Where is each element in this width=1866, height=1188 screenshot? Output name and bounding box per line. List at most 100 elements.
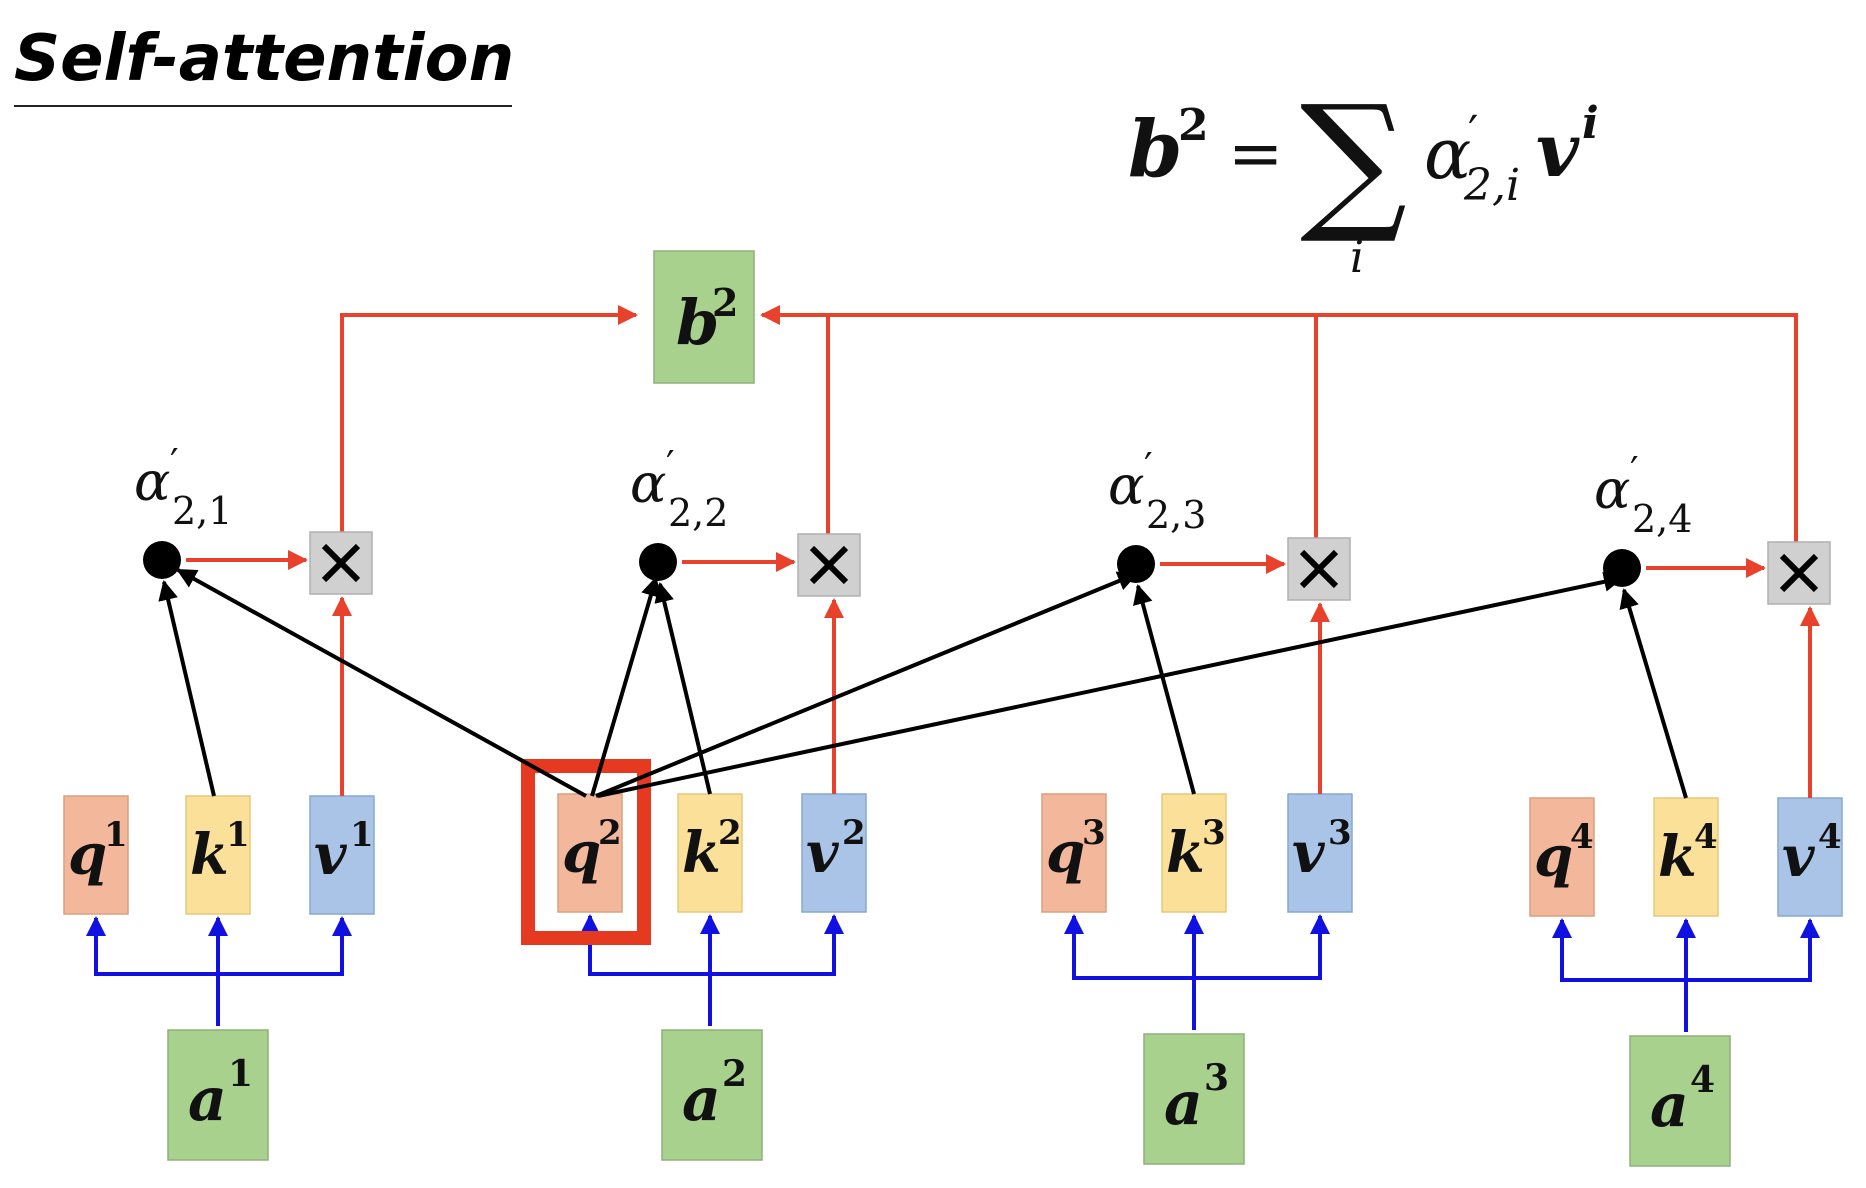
key-to-score-arrow	[1133, 584, 1196, 795]
v-label: v	[1292, 820, 1326, 886]
formula-lhs: b	[1128, 104, 1183, 195]
k-label: k	[1166, 820, 1205, 886]
a-box-bg	[1143, 1033, 1245, 1165]
q-label: q	[1534, 824, 1573, 890]
q-box-3: q3	[1041, 793, 1107, 913]
v-sup: 4	[1818, 817, 1842, 857]
alpha-symbol: α	[630, 452, 666, 515]
q-box-bg	[1529, 797, 1595, 917]
a-label: a	[682, 1065, 721, 1135]
formula-alpha-sub: 2,i	[1463, 160, 1520, 211]
a-box-bg	[167, 1029, 269, 1161]
q-label: q	[562, 820, 601, 886]
k-box-3: k3	[1161, 793, 1227, 913]
k-sup: 4	[1694, 817, 1718, 857]
k-sup: 2	[718, 813, 742, 853]
alpha-label-3: α′2,3	[1108, 445, 1206, 537]
formula-sum-sub: i	[1350, 232, 1364, 283]
alpha-symbol: α	[1594, 458, 1630, 521]
q-box-bg	[557, 793, 623, 913]
attention-score-dot	[639, 543, 677, 581]
output-sup: 2	[712, 280, 738, 325]
output-label: b	[676, 286, 719, 359]
q-box-bg	[63, 795, 129, 915]
blue-arrow-v	[218, 916, 352, 976]
v-sup: 3	[1328, 813, 1352, 853]
formula-equals: =	[1228, 115, 1283, 192]
q2-to-alpha23	[595, 571, 1138, 798]
key-to-score-arrow	[654, 582, 712, 795]
alpha-prime: ′	[170, 441, 179, 485]
alpha-label-2: α′2,2	[630, 443, 728, 535]
alpha-prime: ′	[666, 443, 675, 487]
q-box-bg	[1041, 793, 1107, 913]
key-to-score-arrow	[158, 580, 216, 797]
q2-highlight-box	[521, 759, 651, 945]
formula: b 2 = ∑ i α ′ 2,i v i	[1128, 74, 1599, 283]
q-label: q	[68, 822, 107, 888]
alpha-prime: ′	[1144, 445, 1153, 489]
alpha-label-1: α′2,1	[134, 441, 232, 533]
q2-to-alpha24	[597, 571, 1624, 798]
q2-to-alpha21	[176, 568, 587, 798]
a-label: a	[188, 1065, 227, 1135]
k-sup: 1	[226, 815, 250, 855]
alpha-subscript: 2,3	[1146, 493, 1206, 537]
k-label: k	[1658, 824, 1697, 890]
formula-prime: ′	[1468, 105, 1478, 159]
v-label: v	[806, 820, 840, 886]
slide-title: Self-attention	[14, 22, 514, 107]
v-label: v	[1782, 824, 1816, 890]
attention-score-dot	[1117, 545, 1155, 583]
k-box-4: k4	[1653, 797, 1719, 917]
alpha-subscript: 2,4	[1632, 497, 1692, 541]
q-box-2: q2	[557, 793, 623, 913]
a-label: a	[1650, 1071, 1689, 1141]
blue-arrow-q	[1064, 914, 1194, 980]
v-box-bg	[1287, 793, 1353, 913]
alpha-subscript: 2,2	[668, 491, 728, 535]
q-box-1: q1	[63, 795, 129, 915]
key-to-score-arrow	[1619, 588, 1688, 799]
q-box-4: q4	[1529, 797, 1595, 917]
blue-arrow-v	[1194, 914, 1330, 980]
multiply-box-4	[1767, 541, 1831, 605]
v-box-bg	[309, 795, 375, 915]
alpha-symbol: α	[134, 450, 170, 513]
formula-v-sup: i	[1582, 98, 1599, 149]
v-sup: 2	[842, 813, 866, 853]
multiply-icon	[321, 543, 361, 583]
blue-arrow-v	[1686, 918, 1820, 982]
k-box-2: k2	[677, 793, 743, 913]
a-label: a	[1164, 1069, 1203, 1139]
formula-lhs-sup: 2	[1178, 100, 1209, 151]
alpha-subscript: 2,1	[172, 489, 232, 533]
alpha-prime: ′	[1630, 449, 1639, 493]
q-sup: 3	[1082, 813, 1106, 853]
v-sup: 1	[350, 815, 374, 855]
k-label: k	[682, 820, 721, 886]
v-box-bg	[801, 793, 867, 913]
alpha-symbol: α	[1108, 454, 1144, 517]
k-box-bg	[185, 795, 251, 915]
output-b2-box: b 2	[653, 250, 755, 384]
attention-edges	[176, 568, 1624, 798]
formula-alpha: α	[1424, 113, 1471, 195]
q-sup: 1	[104, 815, 128, 855]
v-label: v	[314, 822, 348, 888]
agg-arrow-1	[340, 305, 638, 546]
formula-sum: ∑	[1300, 74, 1407, 248]
title-text: Self-attention	[14, 22, 514, 96]
a-box-bg	[661, 1029, 763, 1161]
